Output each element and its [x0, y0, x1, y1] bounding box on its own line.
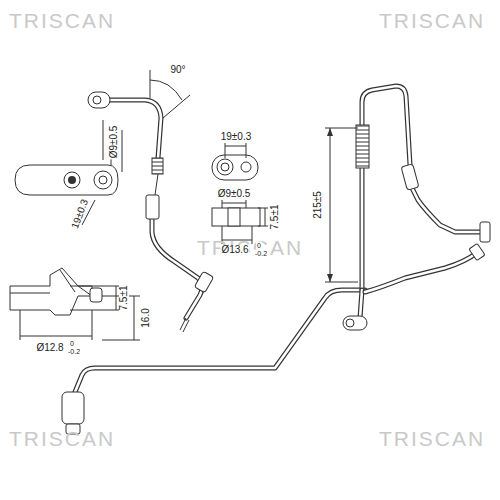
dimension: Ø13.6: [220, 245, 249, 255]
watermark: TRISCAN: [196, 237, 304, 258]
dimension: 7.5±1: [270, 204, 280, 231]
tolerance: 0: [69, 340, 75, 347]
watermark: TRISCAN: [8, 428, 116, 449]
dimension: 215±5: [313, 190, 323, 220]
dimension: 19±0.3: [220, 132, 253, 142]
dimension: 7.5±1: [119, 285, 129, 312]
tolerance: 0: [256, 242, 262, 249]
dimension: 16.0: [141, 307, 151, 328]
watermark: TRISCAN: [8, 10, 116, 31]
angle-dimension: 90°: [169, 65, 186, 75]
dimension: Ø9±0.5: [217, 189, 252, 199]
dimension: Ø9±0.5: [109, 125, 119, 160]
dimension: Ø12.8: [35, 343, 64, 353]
watermark: TRISCAN: [378, 428, 486, 449]
tolerance: -0.2: [67, 348, 81, 355]
watermark: TRISCAN: [378, 10, 486, 31]
tolerance: -0.2: [254, 250, 268, 257]
